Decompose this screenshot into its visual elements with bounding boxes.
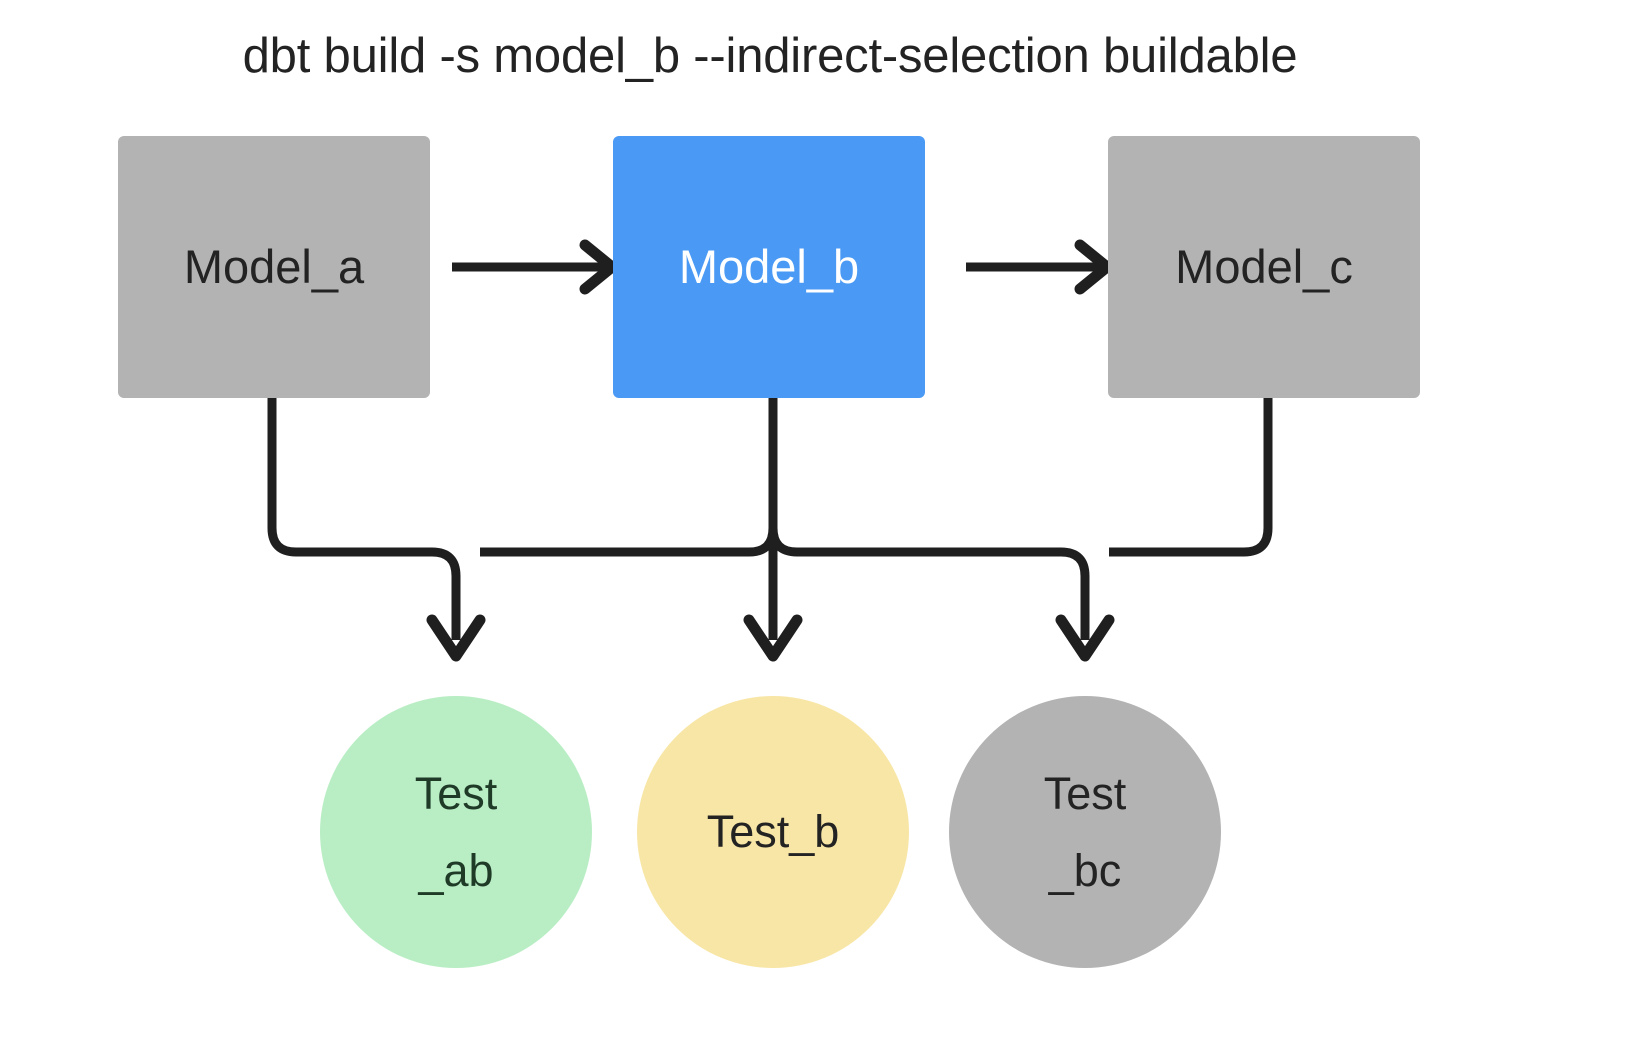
edge-model-b-to-test-ab [480, 398, 778, 557]
node-model-c-label: Model_c [1175, 240, 1353, 294]
node-model-a-label: Model_a [183, 240, 365, 294]
node-test-ab[interactable]: Test _ab [320, 696, 592, 968]
node-test-ab-line2: _ab [418, 845, 494, 896]
node-model-a[interactable]: Model_a [118, 136, 430, 398]
node-test-b[interactable]: Test_b [637, 696, 909, 968]
node-test-bc-label: Test _bc [1044, 755, 1127, 910]
edge-model-b-to-model-c [966, 239, 1113, 295]
diagram-title: dbt build -s model_b --indirect-selectio… [242, 29, 1298, 83]
edge-model-a-to-model-b [452, 239, 618, 295]
node-test-bc[interactable]: Test _bc [949, 696, 1221, 968]
node-model-c[interactable]: Model_c [1108, 136, 1420, 398]
node-test-bc-line1: Test [1043, 767, 1127, 819]
node-test-bc-line2: _bc [1048, 845, 1122, 896]
edge-model-b-to-test-bc [768, 398, 1115, 662]
node-test-ab-label: Test _ab [415, 755, 498, 910]
node-test-b-line1: Test_b [706, 806, 840, 858]
edge-model-c-to-test-bc [1109, 398, 1273, 557]
edge-model-b-to-test-b [743, 398, 803, 662]
node-model-b[interactable]: Model_b [613, 136, 925, 398]
edge-model-a-to-test-ab [267, 398, 486, 662]
node-model-b-label: Model_b [678, 240, 860, 294]
node-test-b-label: Test_b [707, 807, 840, 857]
node-test-ab-line1: Test [414, 767, 498, 819]
